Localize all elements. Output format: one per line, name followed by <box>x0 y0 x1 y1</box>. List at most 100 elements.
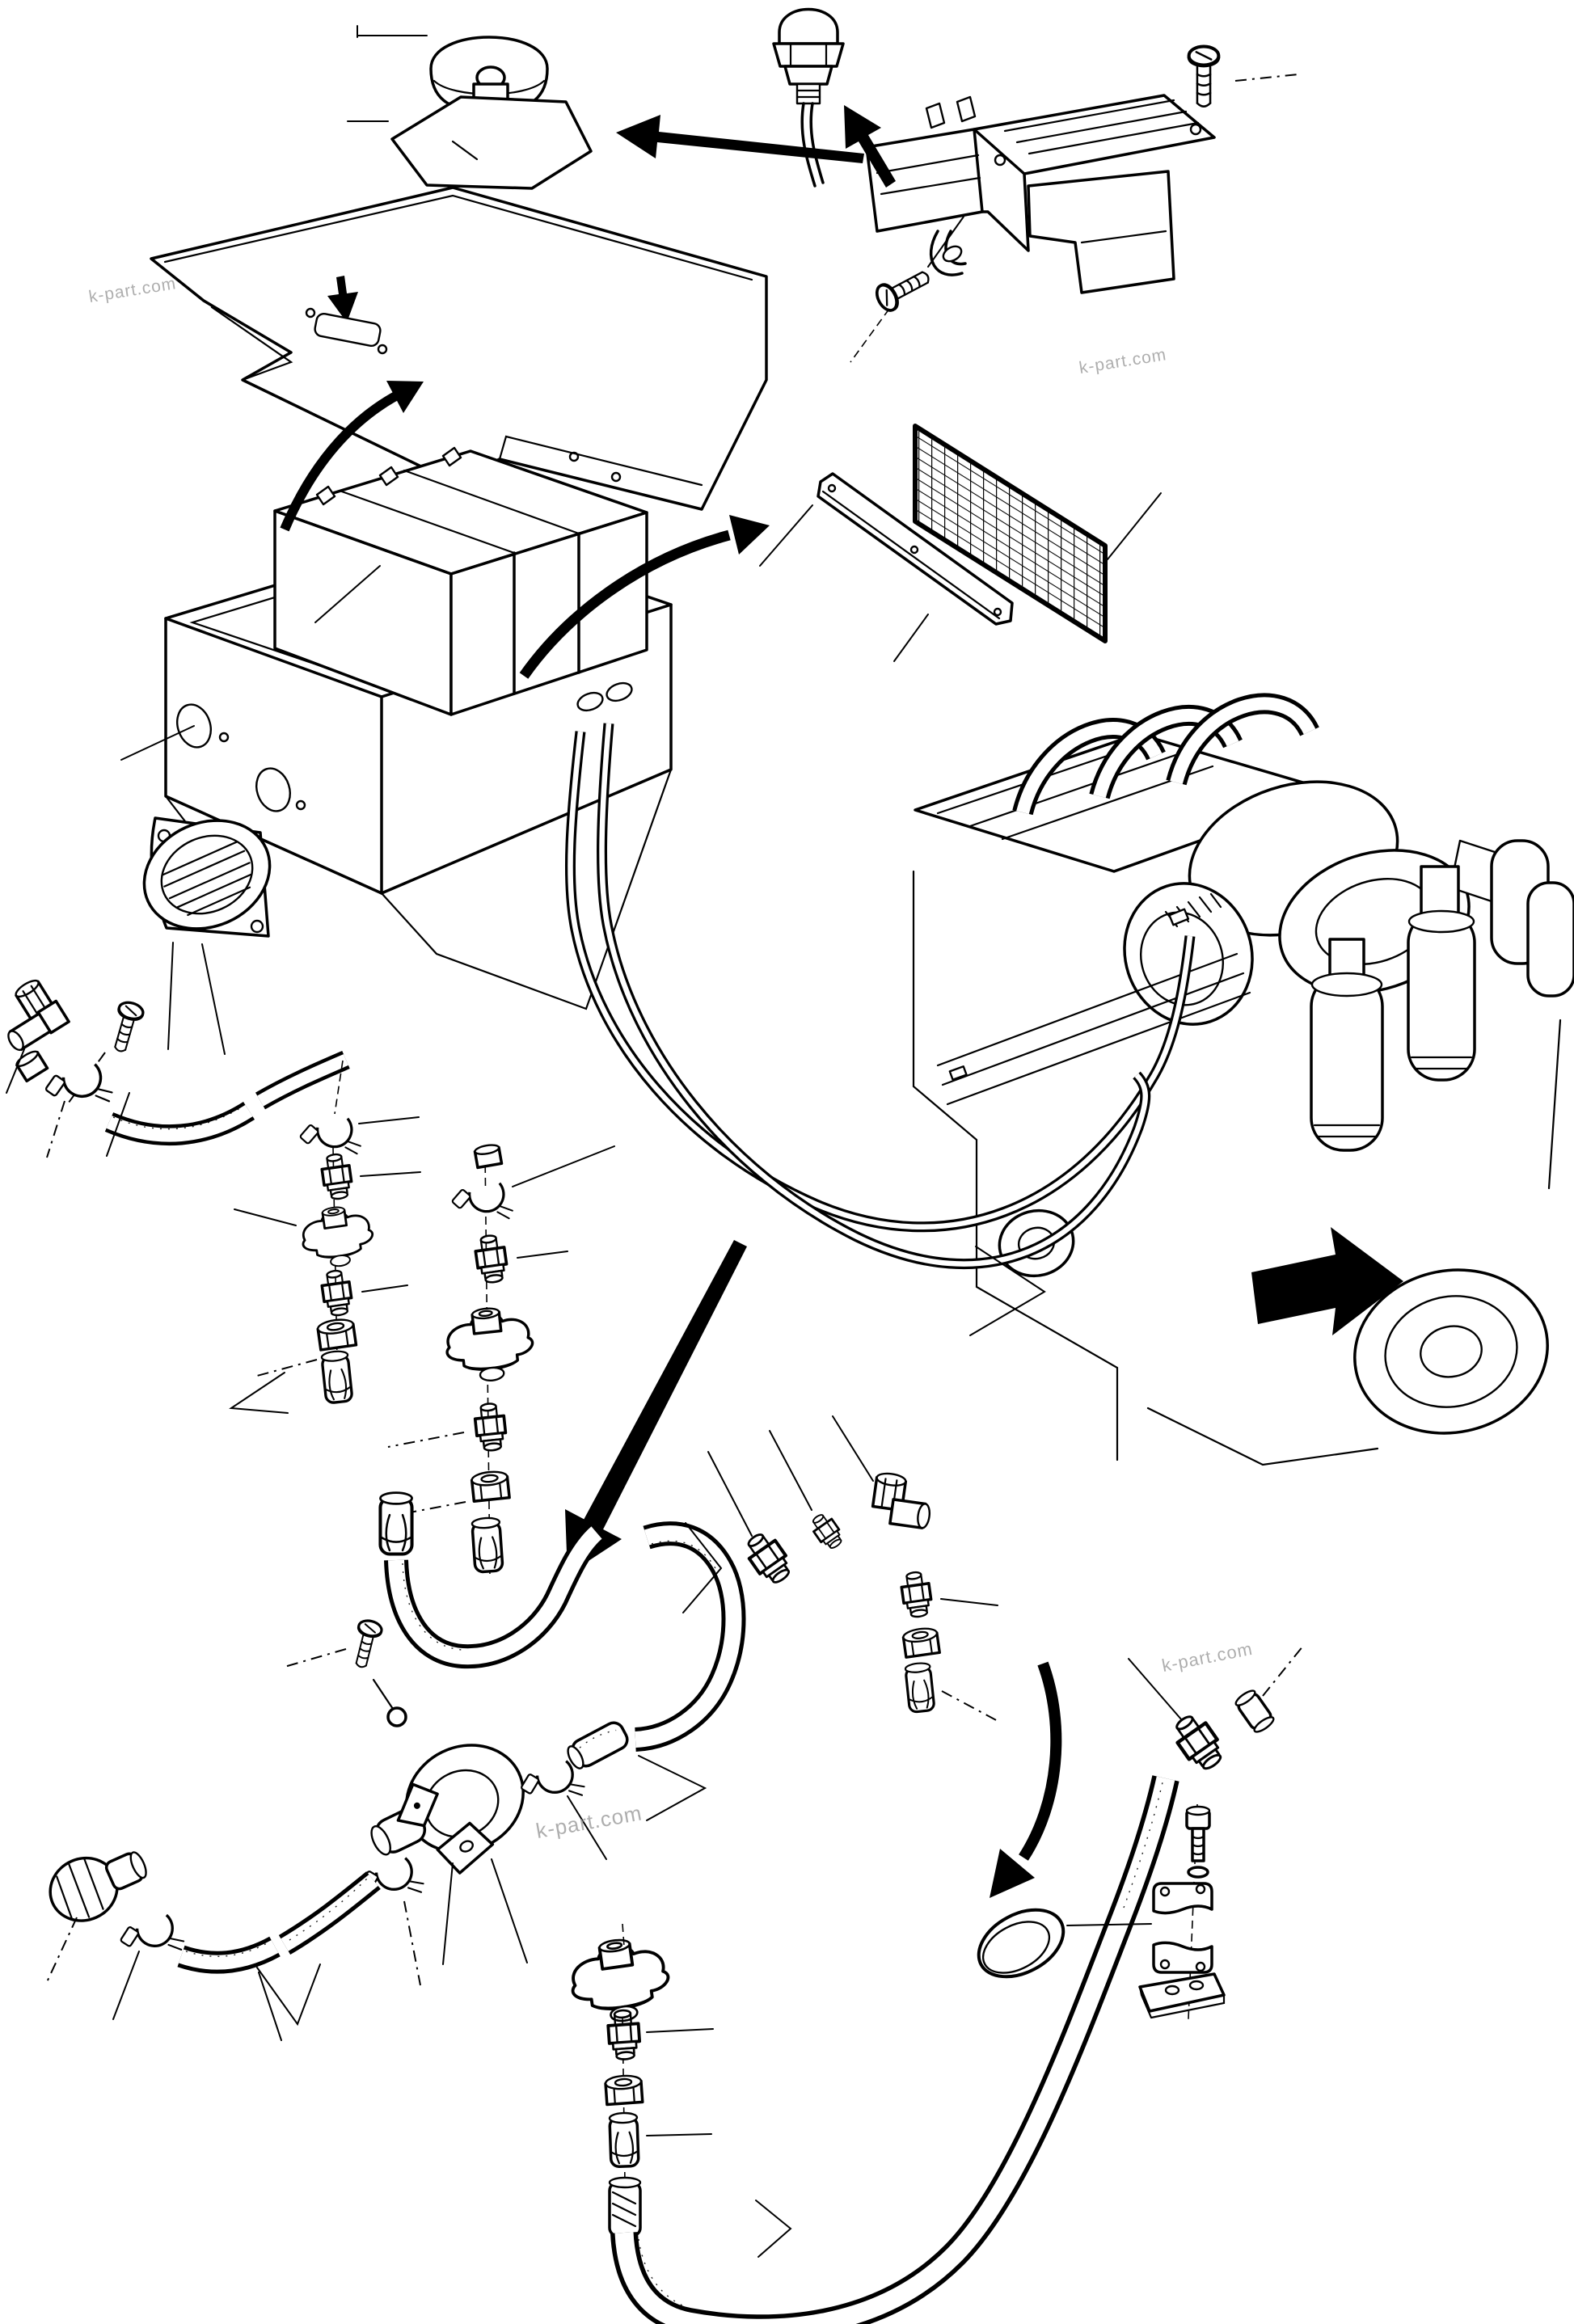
heater-group <box>65 381 770 1107</box>
heater-hose-return <box>597 723 1151 1270</box>
intake-pipes <box>1012 693 1319 816</box>
chain-c-nut <box>603 2073 644 2107</box>
wire-loop-part <box>977 1908 1066 1979</box>
chain-a-fitting-2 <box>319 1267 356 1318</box>
chain-b-clamp <box>448 1177 516 1233</box>
left-elbow-group <box>6 979 350 1414</box>
clamp-block-upper-part <box>1152 1882 1213 1915</box>
chain-b-connector <box>470 1516 504 1574</box>
leader-strip2 <box>759 504 813 567</box>
run-fitting-3 <box>898 1569 935 1620</box>
br-leaders <box>1128 1658 1183 1721</box>
chain-a-grommet <box>297 1201 378 1272</box>
chain-a-leaders-d <box>256 1359 318 1377</box>
mounting-strip-part <box>817 472 1014 626</box>
connector-small-part <box>1234 1689 1275 1733</box>
water-valve-pump-part <box>370 1744 525 1875</box>
chain-c-connector <box>608 2111 640 2169</box>
chain-b-grommet <box>441 1302 538 1386</box>
pump-callout-v <box>638 1755 707 1821</box>
leader-knob-cap <box>357 25 428 38</box>
pump-hose-piece <box>567 1721 629 1769</box>
leader-wireloop-to-clamp <box>1066 1923 1152 1926</box>
screen-group <box>759 216 1162 662</box>
arrow-box-to-panel <box>280 381 424 532</box>
arrow-box-to-screen <box>519 515 770 679</box>
firewall-chain-b <box>379 1144 615 1577</box>
arrow-into-panel <box>327 276 358 323</box>
pump-screw-part <box>348 1617 385 1672</box>
run-fitting-1 <box>741 1529 795 1588</box>
chain-b-nut <box>470 1469 511 1503</box>
run-connector <box>380 1493 411 1554</box>
hose-union-part <box>1168 1710 1228 1775</box>
run-hose-j <box>634 1521 746 1752</box>
bottom-hose-group <box>608 1645 1304 2324</box>
run-leaders-d <box>941 1690 1000 1723</box>
cap-fitting-bottom-left-part <box>49 1851 147 1922</box>
br-leaders-d <box>1262 1645 1304 1697</box>
hose-callout-v2 <box>229 1372 289 1414</box>
heater-hoses-group <box>564 723 1196 1336</box>
leader-mesh <box>1107 492 1162 560</box>
chain-a-fitting-1 <box>319 1151 356 1202</box>
pump-leaders <box>442 1858 528 1965</box>
hose-callout-v <box>969 1246 1046 1336</box>
sensor-capillary-cable <box>800 102 825 188</box>
connecting-hose-left-part <box>104 1050 350 1146</box>
control-group <box>150 7 1299 511</box>
floor-panel-part <box>150 186 768 511</box>
leader-pump-screw <box>284 1648 347 1668</box>
run-connector-2 <box>903 1660 936 1715</box>
clamp-bottom-left <box>115 1908 188 1972</box>
leader-strip <box>893 614 929 662</box>
chain-a-connector <box>319 1348 354 1405</box>
run-elbow-union <box>871 1472 931 1529</box>
grille-screw-part <box>871 262 936 315</box>
screw-axis <box>850 308 890 363</box>
fuel-filters <box>1310 839 1574 1152</box>
chain-b-leaders-d <box>379 1432 466 1519</box>
chain-b-leaders <box>512 1145 615 1259</box>
slotted-screw-top-part <box>1189 46 1219 106</box>
arrow-to-sensor <box>844 105 896 188</box>
run-leaders <box>707 1415 998 1606</box>
run-break-callout <box>682 1522 723 1613</box>
engine-group <box>912 693 1574 1466</box>
hose-short-bottom-left <box>177 1871 381 1974</box>
chain-c-leaders <box>646 2028 714 2136</box>
bottom-long-hose-part <box>610 1775 1179 2324</box>
hose-clamp-left-part <box>40 1057 116 1122</box>
clamp-block-assembly <box>1066 1803 1226 2020</box>
clamp-block-lower-part <box>1152 1941 1213 1974</box>
pentagon-knob-part <box>347 65 593 190</box>
run-nut <box>901 1625 941 1659</box>
leader-elbow <box>6 1048 130 1157</box>
panel-cutout <box>314 312 382 348</box>
run-hose-u <box>384 1523 606 1669</box>
pump-screw-ball <box>386 1706 407 1727</box>
temperature-sensor-part <box>772 7 845 188</box>
bl-leaders <box>112 1951 282 2041</box>
elbow-collar-part <box>15 1050 49 1083</box>
leader-elbow2 <box>46 1100 65 1158</box>
vent-screw-part <box>106 998 146 1056</box>
clamp-base-plate-part <box>1138 1972 1226 2019</box>
clamp-bolt-part <box>1185 1805 1211 1862</box>
bottom-hose-end <box>608 2176 642 2238</box>
heater-hose-supply <box>564 731 1196 1233</box>
pump-group <box>46 1617 714 2183</box>
arrow-to-knob <box>616 115 864 163</box>
engine-hose-connection <box>1164 892 1222 928</box>
chain-a-leaders <box>234 1116 421 1293</box>
elbow-fitting-left-part <box>7 979 70 1052</box>
diagonal-run-group <box>380 1415 1000 1752</box>
bl-leaders-d <box>46 1917 78 1983</box>
crank-pulley <box>1353 1268 1549 1435</box>
vent-horn-part <box>142 816 272 1055</box>
engine-block-outline <box>912 870 1562 1466</box>
chain-b-fitting-1 <box>472 1232 511 1286</box>
